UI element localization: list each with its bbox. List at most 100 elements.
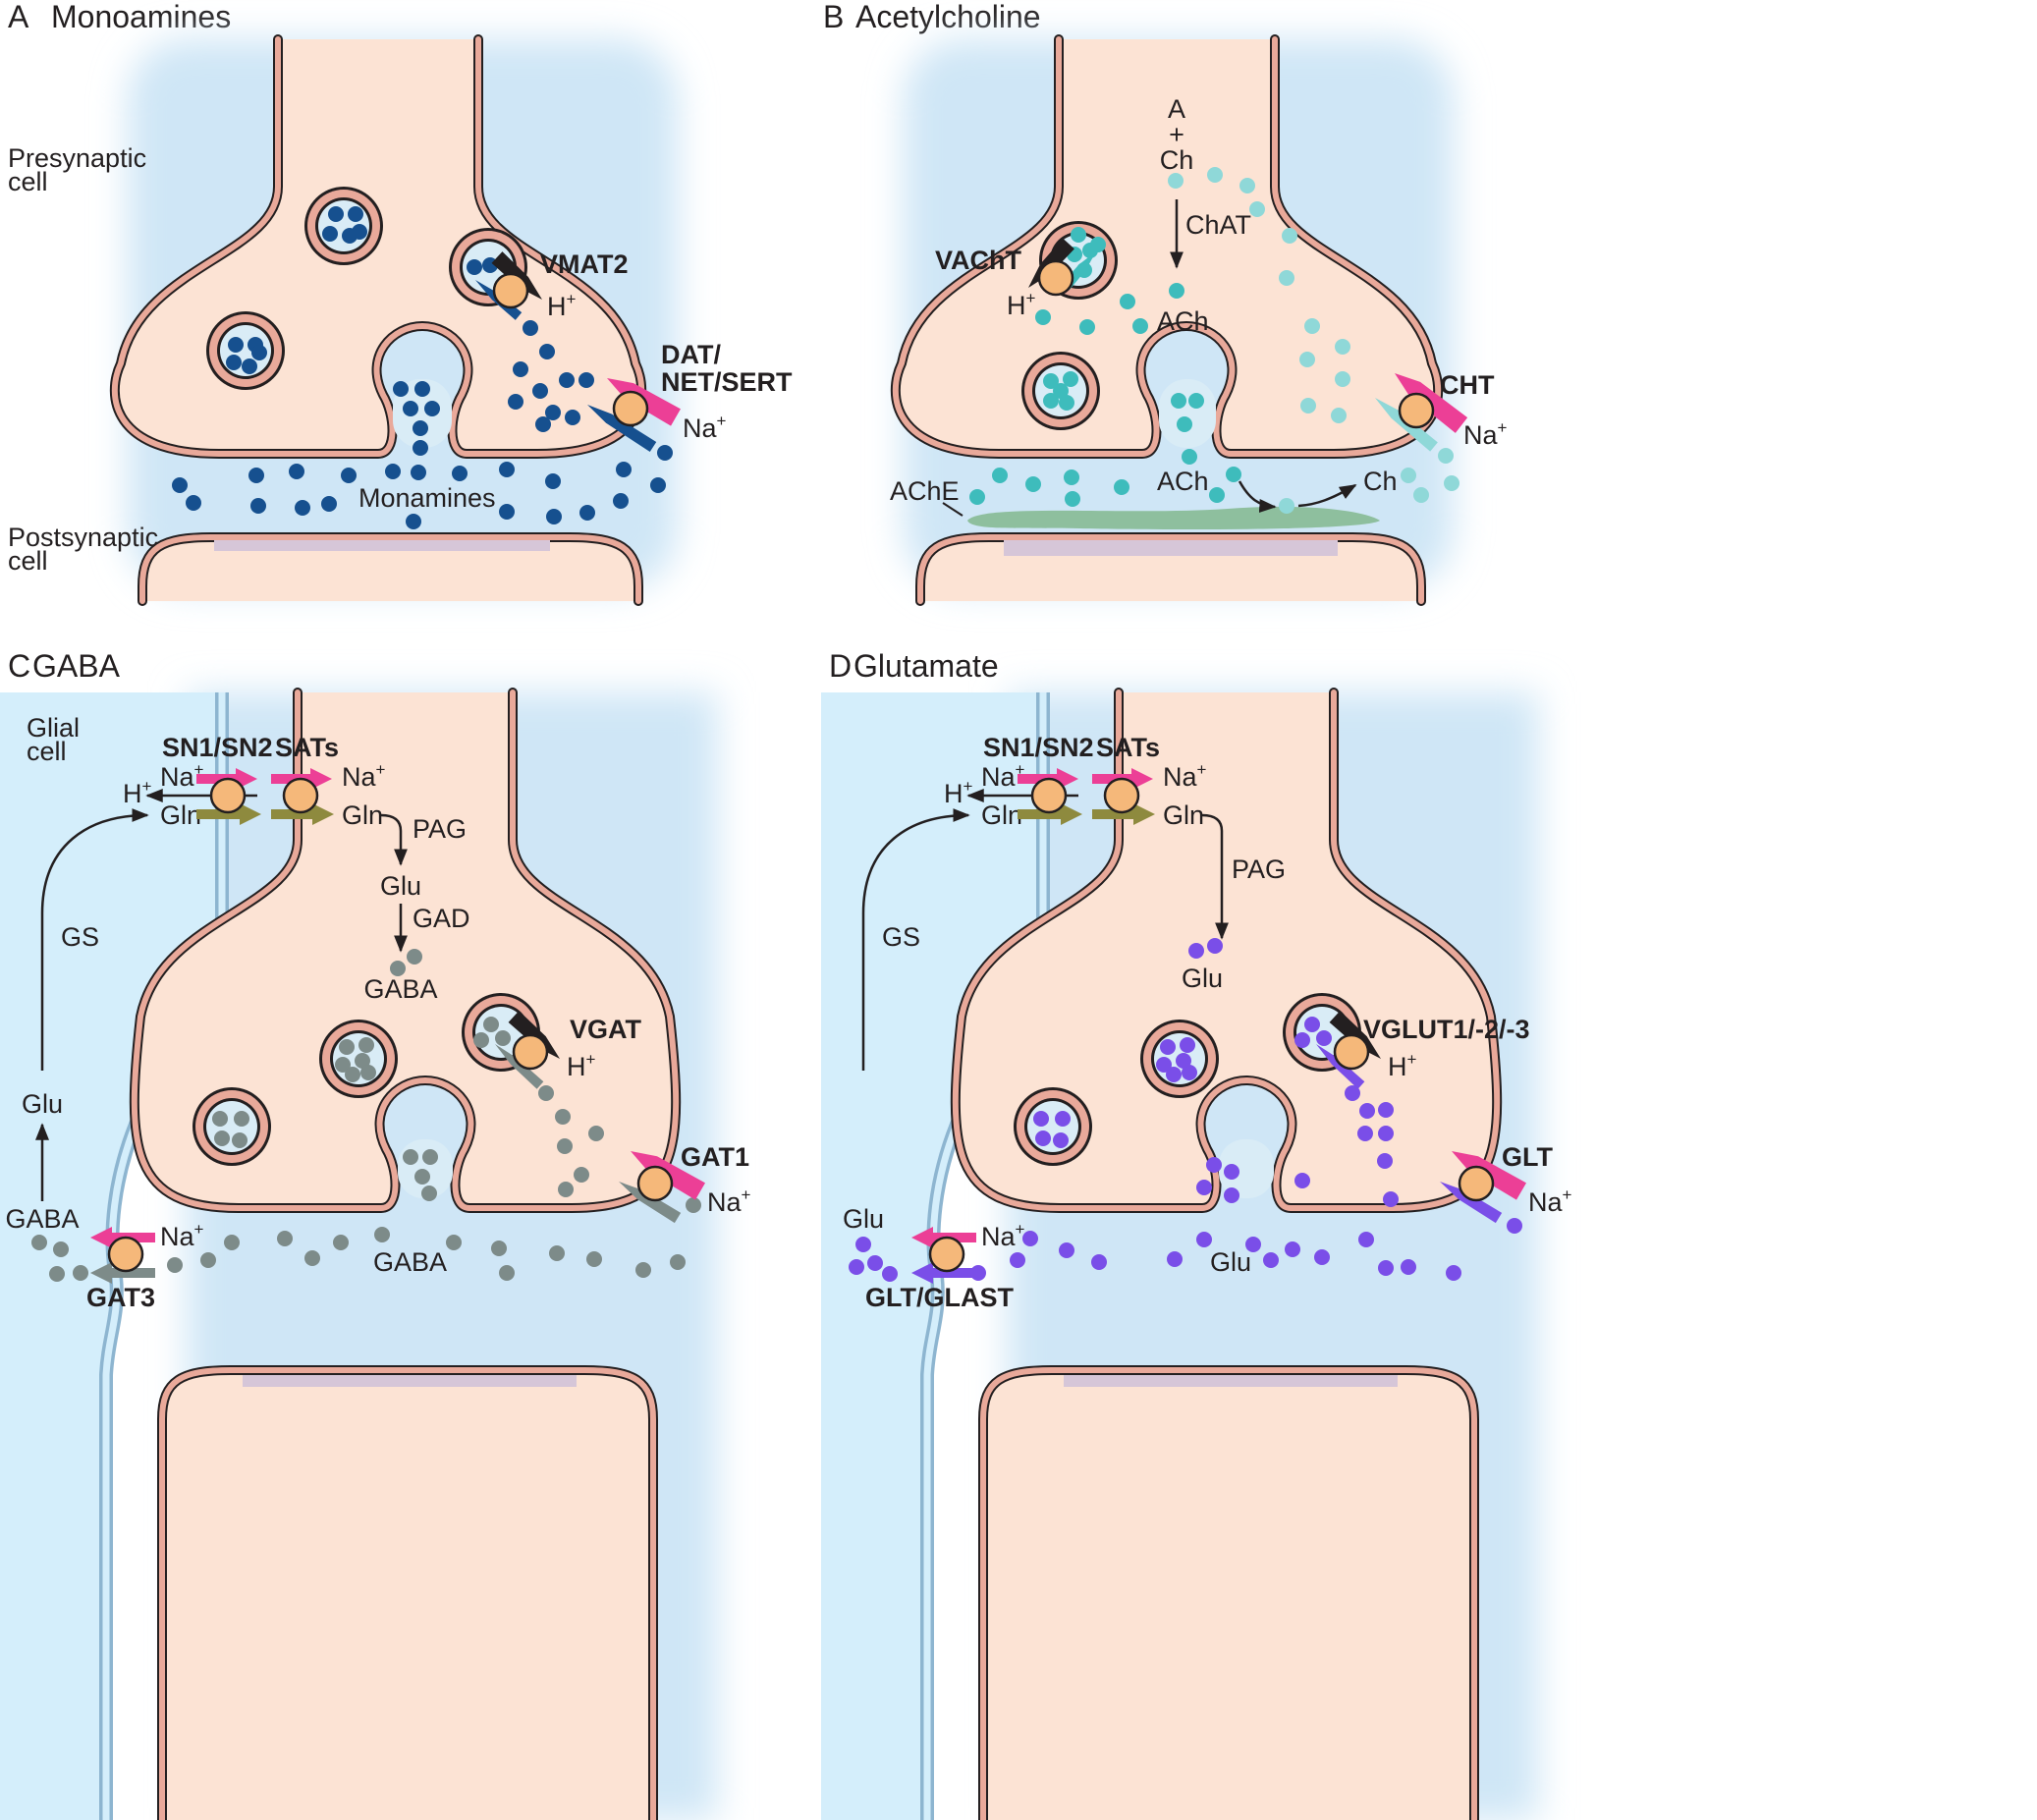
- molecule-dot: [385, 464, 401, 479]
- cht-transporter: [1398, 392, 1435, 429]
- presynaptic-terminal-lipid: [111, 36, 645, 457]
- choline-release-arrow: [1297, 483, 1357, 508]
- molecule-dot: [1059, 1242, 1074, 1258]
- molecule-dot: [538, 1085, 554, 1101]
- molecule-dot: [849, 1259, 864, 1275]
- presynaptic-terminal: [890, 34, 1444, 459]
- molecule-dot: [574, 1167, 589, 1183]
- proton-label-text: H: [547, 292, 567, 321]
- precursor-label: +: [1169, 120, 1184, 149]
- superscript: +: [376, 760, 386, 779]
- vesicle-content-dot: [1156, 1057, 1172, 1073]
- synaptic-vesicle: [304, 187, 383, 265]
- molecule-dot: [532, 383, 548, 399]
- sodium-label-text: Na: [683, 414, 717, 443]
- molecule-dot: [1299, 352, 1315, 367]
- molecule-dot: [1401, 1259, 1416, 1275]
- molecule-dot: [1177, 416, 1192, 432]
- molecule-dot: [393, 381, 409, 397]
- glial-transporter-label-text: GAT3: [86, 1283, 155, 1312]
- dat-label-text: NET/SERT: [661, 367, 793, 397]
- sats-label-text: SATs: [275, 733, 339, 762]
- molecule-dot: [1010, 1252, 1025, 1268]
- plasma-membrane-transporter: [636, 1165, 674, 1202]
- vesicular-transporter-label-text: VGAT: [570, 1015, 642, 1044]
- molecule-dot: [508, 394, 523, 410]
- molecule-dot: [1132, 318, 1148, 334]
- pag-arrow: [1201, 813, 1229, 940]
- plasma-transporter-label-text: GAT1: [681, 1142, 749, 1172]
- postsynaptic-cell-fill: [162, 1370, 653, 1820]
- postsynaptic-cell: [138, 532, 643, 606]
- vesicle-content-dot: [1090, 237, 1106, 252]
- vesicle-content-dot: [483, 1017, 499, 1032]
- gs-arrow: [40, 808, 149, 1071]
- dat-inward-arrow: [587, 405, 657, 453]
- glial-cell-label: cell: [27, 737, 67, 766]
- ach-label: ACh: [1157, 306, 1209, 336]
- vesicle-content-dot: [1053, 1132, 1069, 1148]
- proton-label: H+: [944, 777, 973, 808]
- vesicle-content-dot: [1160, 1039, 1176, 1055]
- plasma-transporter-label-text: GLT: [1502, 1142, 1553, 1172]
- glial-glu-label: Glu: [843, 1204, 884, 1234]
- vesicular-transporter-label-text: VGLUT1/-2/-3: [1363, 1015, 1530, 1044]
- molecule-dot: [1446, 1265, 1461, 1281]
- molecule-dot: [557, 1138, 573, 1154]
- molecule-dot: [539, 344, 555, 359]
- pag-label: PAG: [413, 814, 467, 844]
- glutamine-label: Gln: [342, 800, 383, 830]
- sats-label: SATs: [275, 733, 339, 762]
- molecule-dot: [295, 500, 310, 516]
- molecule-dot: [1279, 270, 1294, 286]
- molecule-dot: [53, 1241, 69, 1257]
- molecule-dot: [1120, 294, 1135, 309]
- gs-label: GS: [61, 922, 99, 952]
- synaptic-vesicle: [319, 1020, 398, 1098]
- panel-title: Glutamate: [853, 648, 999, 684]
- ache-enzyme-layer: [967, 506, 1380, 530]
- molecule-dot: [1022, 1231, 1038, 1246]
- molecule-dot: [650, 477, 666, 493]
- molecule-dot: [452, 466, 468, 481]
- molecule-dot: [1279, 498, 1294, 514]
- molecule-dot: [1226, 467, 1241, 482]
- molecule-dot: [549, 1245, 565, 1261]
- glial-plasma-transporter: [928, 1236, 965, 1273]
- molecule-dot: [1331, 408, 1347, 423]
- sn-glutamine-arrow: [196, 803, 261, 825]
- gaba-product-label: GABA: [363, 974, 437, 1004]
- molecule-dot: [513, 361, 528, 377]
- proton-label: H+: [123, 777, 152, 808]
- molecule-dot: [250, 498, 266, 514]
- glial-gaba-label-text: GABA: [5, 1204, 79, 1234]
- gaba-product-label-text: GABA: [363, 974, 437, 1004]
- plasma-transporter-label: GLT: [1502, 1142, 1553, 1172]
- superscript: +: [1016, 760, 1025, 779]
- molecule-dot: [1285, 1241, 1300, 1257]
- sodium-label: Na+: [342, 760, 386, 792]
- superscript: +: [742, 1186, 751, 1204]
- pag-arrow: [380, 813, 408, 866]
- molecule-dot: [422, 1149, 438, 1165]
- molecule-dot: [499, 462, 515, 477]
- sn1-sn2-transporter: [209, 777, 247, 814]
- vesicular-inward-arrow: [495, 1044, 544, 1089]
- glutamine-label-text: Gln: [342, 800, 383, 830]
- vesicle-content-dot: [355, 1053, 370, 1069]
- molecule-dot: [321, 496, 337, 512]
- molecule-dot: [579, 505, 595, 521]
- vesicle-content-dot: [1043, 373, 1059, 389]
- molecule-dot: [1196, 1232, 1212, 1247]
- molecule-dot: [172, 477, 188, 493]
- molecule-dot: [686, 1197, 701, 1213]
- sodium-label: Na+: [1163, 760, 1207, 792]
- sodium-label: Na+: [160, 760, 204, 792]
- postsynaptic-cell-fill: [983, 1370, 1474, 1820]
- molecule-dot: [1207, 938, 1223, 954]
- molecule-dot: [616, 462, 632, 477]
- sn-glutamine-arrow: [1018, 803, 1082, 825]
- sodium-label-text: Na: [1463, 420, 1498, 450]
